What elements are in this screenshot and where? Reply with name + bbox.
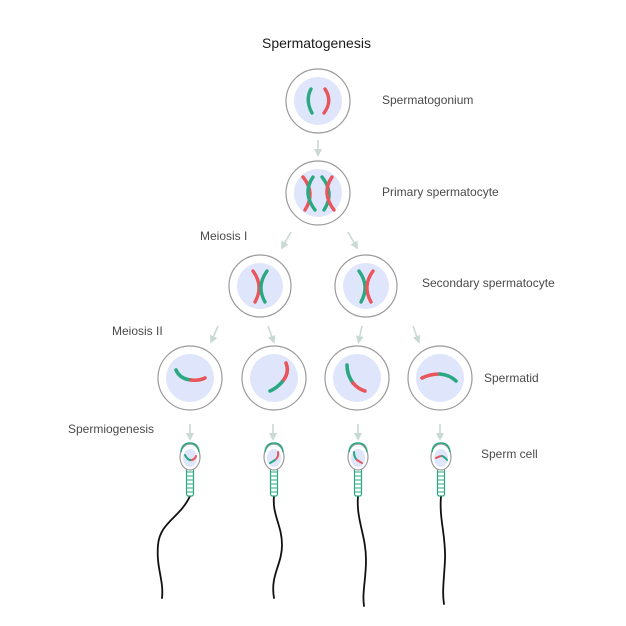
sperm-cell-1 xyxy=(156,442,201,599)
chromosome-green xyxy=(306,87,314,115)
label-sperm-cell: Sperm cell xyxy=(481,447,538,461)
chromosome-red xyxy=(322,87,331,115)
sperm-tail xyxy=(272,495,283,599)
arrow-primary-to-secondary-right xyxy=(347,231,358,250)
spermatid-2 xyxy=(241,345,307,411)
nucleus xyxy=(294,77,342,125)
spermatid-3 xyxy=(324,345,390,411)
nucleus xyxy=(250,354,298,402)
spermatogonium-cell xyxy=(285,68,351,134)
arrow-secondary2-to-spermatid3 xyxy=(355,325,364,344)
label-secondary-spermatocyte: Secondary spermatocyte xyxy=(422,276,555,290)
arrows xyxy=(186,140,444,441)
arrow-primary-to-secondary-left xyxy=(281,231,292,250)
label-spermatogonium: Spermatogonium xyxy=(382,93,474,107)
sperm-tail xyxy=(356,495,367,607)
label-primary-spermatocyte: Primary spermatocyte xyxy=(382,185,499,199)
spermatid-1 xyxy=(157,345,223,411)
label-meiosis-1: Meiosis I xyxy=(200,229,248,243)
nucleus xyxy=(333,354,381,402)
primary-spermatocyte-cell xyxy=(285,160,351,226)
sperm-tail xyxy=(439,495,446,605)
arrow-secondary1-to-spermatid2 xyxy=(267,325,276,344)
diagram-title: Spermatogenesis xyxy=(262,35,371,51)
secondary-spermatocyte-right xyxy=(334,254,398,318)
sperm-tail xyxy=(156,495,191,599)
nucleus xyxy=(166,354,214,402)
acrosome xyxy=(431,442,451,453)
sperm-cell-3 xyxy=(347,442,369,607)
label-spermiogenesis: Spermiogenesis xyxy=(68,422,155,436)
sperm-cell-4 xyxy=(430,442,452,605)
nucleus xyxy=(416,354,464,402)
arrow-secondary1-to-spermatid1 xyxy=(209,325,219,344)
label-spermatid: Spermatid xyxy=(484,371,539,385)
acrosome xyxy=(264,442,284,453)
sperm-cell-2 xyxy=(263,442,285,599)
spermatid-4 xyxy=(407,345,473,411)
secondary-spermatocyte-left xyxy=(228,254,292,318)
acrosome xyxy=(348,442,368,453)
label-meiosis-2: Meiosis II xyxy=(112,324,163,338)
acrosome xyxy=(180,442,200,453)
arrow-secondary2-to-spermatid4 xyxy=(412,325,421,344)
